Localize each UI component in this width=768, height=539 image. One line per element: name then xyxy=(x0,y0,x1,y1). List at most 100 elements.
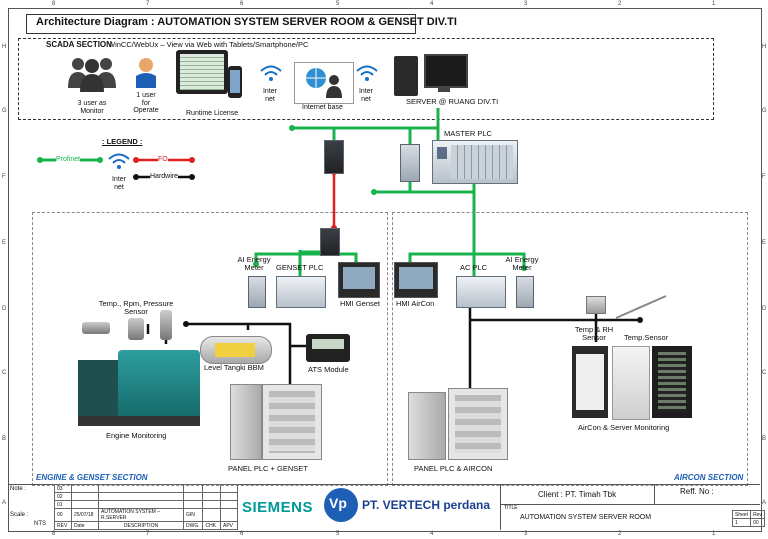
ats-module-label: ATS Module xyxy=(308,365,349,374)
diagram-title: Architecture Diagram : AUTOMATION SYSTEM… xyxy=(36,16,457,28)
grid-col-5b: 5 xyxy=(336,531,340,537)
desc-cell: AUTOMATION SYSTEM – R.SERVER xyxy=(98,508,184,522)
wifi-icon-1 xyxy=(260,65,282,81)
scada-section xyxy=(18,38,714,120)
rev-header: REV xyxy=(54,521,72,530)
grid-col-2b: 2 xyxy=(618,531,622,537)
hmi-aircon-label: HMI AirCon xyxy=(396,299,435,308)
sensor-1 xyxy=(82,322,110,334)
grid-col-6: 6 xyxy=(240,1,244,7)
rev-header-2: Rev xyxy=(750,510,765,519)
internet-label-1: Inter net xyxy=(262,88,277,103)
client-divider xyxy=(500,504,760,505)
legend-profinet: Profinet xyxy=(56,156,81,164)
title-block xyxy=(8,484,760,531)
grid-row-h: H xyxy=(2,44,7,50)
dwg-cell: GIN xyxy=(182,508,204,522)
genset-ai-meter-label: AI Energy Meter xyxy=(237,255,271,273)
client-label: Client : PT. Timah Tbk xyxy=(538,490,617,499)
scada-label: SCADA SECTION xyxy=(46,40,112,49)
grid-row-c: C xyxy=(2,370,7,376)
rev-row-01: 01 xyxy=(54,500,238,509)
nts-label: NTS xyxy=(34,521,46,527)
runtime-license-label: Runtime License xyxy=(186,110,239,117)
grid-col-1b: 1 xyxy=(712,531,716,537)
rev-cell: 02 xyxy=(54,492,72,501)
temp-rh-sensor xyxy=(586,296,606,314)
rev-value: 00 xyxy=(750,518,765,527)
vertech-logo-text: Vp xyxy=(329,495,347,511)
drawing-frame xyxy=(8,8,762,532)
monitor-stand xyxy=(438,86,450,92)
switch-master xyxy=(400,144,420,182)
grid-col-8: 8 xyxy=(52,1,56,7)
sensor-3 xyxy=(160,310,172,340)
grid-row-h-r: H xyxy=(762,44,767,50)
server-tower-icon xyxy=(394,56,418,96)
ref-divider xyxy=(654,484,655,504)
genset-plc-label: GENSET PLC xyxy=(276,263,324,272)
grid-col-7: 7 xyxy=(146,1,150,7)
server-monitor-icon xyxy=(424,54,468,88)
internet-base-label: Internet base xyxy=(302,104,343,111)
engine-sensor-label: Temp., Rpm, Pressure Sensor xyxy=(98,299,174,317)
junction-hw-2 xyxy=(637,317,643,323)
grid-col-3: 3 xyxy=(524,1,528,7)
aircon-server-units xyxy=(572,346,692,420)
grid-col-2: 2 xyxy=(618,1,622,7)
hmi-aircon xyxy=(394,262,438,298)
temp-rh-label: Temp & RH Sensor xyxy=(574,325,614,343)
aircon-panel-door xyxy=(408,392,446,460)
legend-wifi-icon xyxy=(108,153,130,169)
dwg-header: DWG xyxy=(182,521,204,530)
legend-fo: FO xyxy=(158,156,168,164)
hmi-genset xyxy=(338,262,380,298)
rev-row-02: 02 xyxy=(54,492,238,501)
legend-hardwire: Hardwire xyxy=(150,173,179,181)
aircon-panel-cabinet xyxy=(448,388,508,460)
date-cell: 25/07/18 xyxy=(71,508,99,522)
apv-header: APV xyxy=(220,521,238,530)
operator-icon xyxy=(136,58,156,88)
ref-label: Reff. No : xyxy=(680,487,714,496)
grid-row-f-r: F xyxy=(762,174,766,180)
junction-6 xyxy=(521,265,527,271)
junction-hw-1 xyxy=(183,321,189,327)
date-header: Date xyxy=(71,521,99,530)
grid-row-f: F xyxy=(2,174,6,180)
legend-profinet-dot-b xyxy=(97,157,103,163)
internet-label-2: Inter net xyxy=(358,88,373,103)
users-group-icon xyxy=(68,58,116,92)
title-box xyxy=(26,14,416,34)
grid-col-4b: 4 xyxy=(430,531,434,537)
grid-row-c-r: C xyxy=(762,370,767,376)
grid-row-e: E xyxy=(2,240,7,246)
legend-fo-dot-a xyxy=(133,157,139,163)
aircon-energy-meter xyxy=(516,276,534,308)
legend-fo-dot-b xyxy=(189,157,195,163)
grid-col-1: 1 xyxy=(712,1,716,7)
engine-monitoring-label: Engine Monitoring xyxy=(106,431,167,440)
rev-cell: 03 xyxy=(54,484,72,493)
fuel-tank xyxy=(200,336,272,364)
grid-col-3b: 3 xyxy=(524,531,528,537)
sensor-2 xyxy=(128,318,144,340)
vertech-logo xyxy=(324,488,358,522)
hardwire-genset xyxy=(186,322,292,390)
grid-row-a-r: A xyxy=(762,500,767,506)
grid-row-e-r: E xyxy=(762,240,767,246)
grid-col-6b: 6 xyxy=(240,531,244,537)
ac-plc xyxy=(456,276,506,308)
grid-row-d-r: D xyxy=(762,306,767,312)
junction-1 xyxy=(289,125,295,131)
engine-section-label: ENGINE & GENSET SECTION xyxy=(36,473,148,482)
rev-row-03: 03 xyxy=(54,484,238,493)
tablet-icon xyxy=(176,50,228,94)
rev-cell: 01 xyxy=(54,500,72,509)
genset-engine xyxy=(78,350,200,428)
grid-row-a: A xyxy=(2,500,7,506)
server-label: SERVER @ RUANG DIV.TI xyxy=(406,97,499,106)
